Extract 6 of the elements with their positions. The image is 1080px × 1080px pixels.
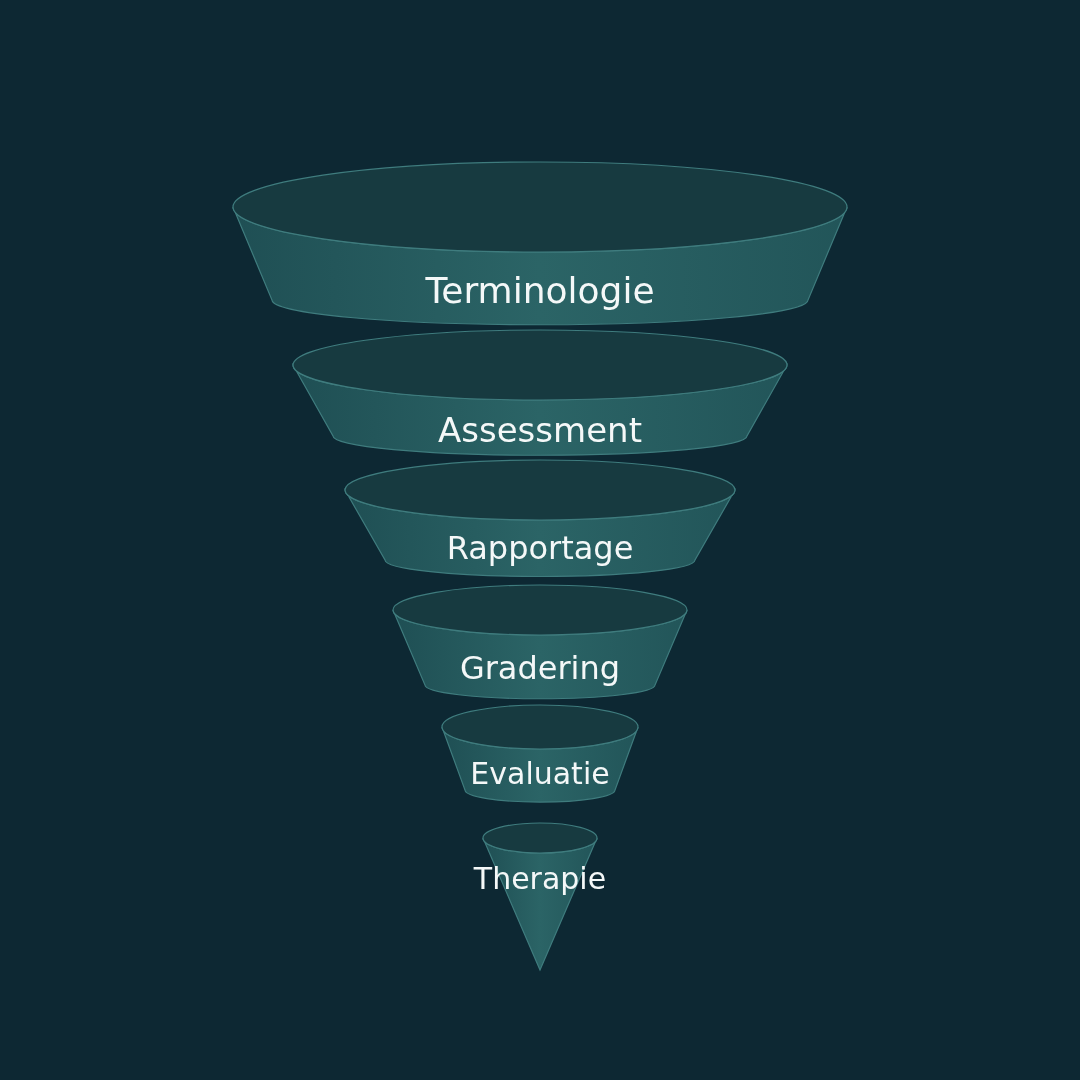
segment-label: Assessment [437,411,643,449]
segment-label: Terminologie [424,271,656,311]
segment-label: Gradering [458,650,622,686]
segment-label: Evaluatie [469,757,611,790]
segment-label: Rapportage [445,530,635,566]
segment-label: Therapie [472,862,608,895]
